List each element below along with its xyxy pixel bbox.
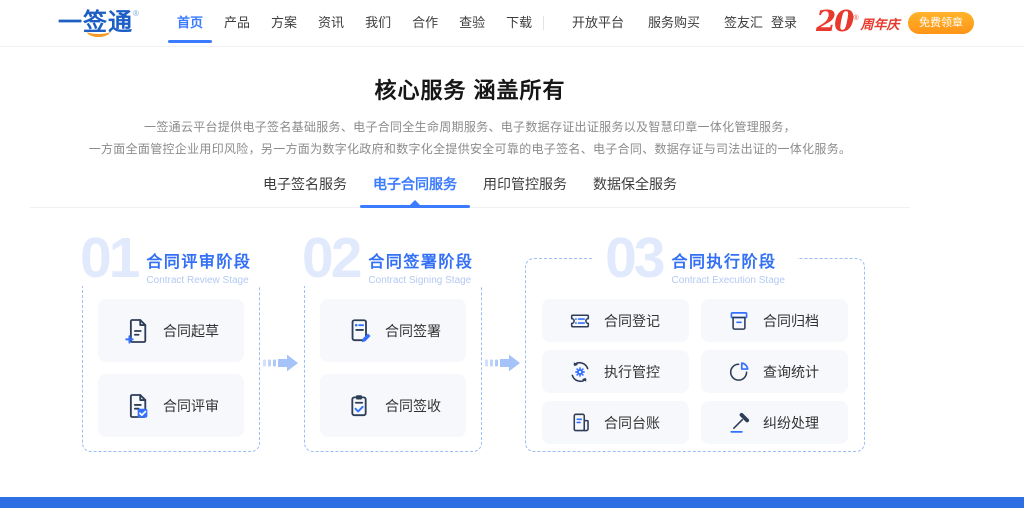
- gear-sync-icon: [571, 361, 589, 382]
- stage-title: 合同签署阶段: [368, 254, 474, 271]
- service-item-label: 合同签收: [385, 397, 441, 414]
- stage-header: 02 合同签署阶段 Contract Signing Stage: [298, 226, 484, 290]
- tab-seal-control-service[interactable]: 用印管控服务: [483, 176, 567, 192]
- nav-item-products[interactable]: 产品: [224, 15, 251, 30]
- tab-esignature-service[interactable]: 电子签名服务: [263, 176, 347, 192]
- stage-number: 03: [605, 226, 665, 290]
- arrow-right-icon: [263, 354, 298, 372]
- anniversary-number: 20: [816, 4, 854, 38]
- free-seal-button[interactable]: 免费领章: [908, 12, 974, 34]
- secondary-nav: 开放平台 服务购买 签友汇: [572, 0, 763, 46]
- service-item-label: 查询统计: [763, 363, 819, 380]
- registered-mark: ®: [133, 9, 139, 18]
- anniversary-mark: ®: [853, 15, 859, 22]
- stage-items: 合同登记 合同归档: [542, 299, 848, 444]
- stage-number: 01: [80, 226, 140, 290]
- service-item-label: 合同评审: [163, 397, 219, 414]
- logo-swoosh: [87, 26, 110, 37]
- nav-item-about[interactable]: 我们: [365, 15, 392, 30]
- nav-item-home[interactable]: 首页: [167, 0, 213, 46]
- service-item-label: 执行管控: [604, 363, 660, 380]
- primary-nav: 首页 产品 方案 资讯 我们 合作 查验 下载: [167, 0, 533, 46]
- service-item-contract-sign: 合同签署: [320, 299, 466, 362]
- nav-item-purchase[interactable]: 服务购买: [648, 15, 701, 30]
- nav-item-cooperation[interactable]: 合作: [412, 15, 439, 30]
- footer-strip: [0, 497, 1024, 508]
- core-services-section: 核心服务 涵盖所有 一签通云平台提供电子签名基础服务、电子合同全生命周期服务、电…: [0, 46, 940, 508]
- section-description-line2: 一方面全面管控企业用印风险，另一方面为数字化政府和数字化全提供安全可靠的电子签名…: [88, 142, 852, 156]
- anniversary-badge[interactable]: 20® 周年庆: [816, 6, 900, 36]
- section-description-line1: 一签通云平台提供电子签名基础服务、电子合同全生命周期服务、电子数据存证出证服务以…: [144, 120, 796, 134]
- top-navigation-bar: 一签通® 首页 产品 方案 资讯 我们 合作 查验 下载 开放平台 服务购买 签…: [0, 0, 1024, 47]
- service-item-contract-register: 合同登记: [542, 299, 689, 342]
- service-item-contract-archive: 合同归档: [701, 299, 848, 342]
- service-item-query-statistics: 查询统计: [701, 350, 848, 393]
- service-item-label: 纠纷处理: [763, 414, 819, 431]
- stage-card-contract-signing: 02 合同签署阶段 Contract Signing Stage 合同签署: [298, 230, 484, 452]
- service-item-label: 合同台账: [604, 414, 660, 431]
- nav-item-community[interactable]: 签友汇: [724, 15, 764, 30]
- pie-chart-icon: [729, 361, 749, 381]
- service-item-label: 合同登记: [604, 312, 660, 329]
- service-item-dispute-resolution: 纠纷处理: [701, 401, 848, 444]
- service-item-label: 合同签署: [385, 322, 441, 339]
- gavel-icon: [730, 412, 750, 433]
- clipboard-check-icon: [351, 394, 367, 416]
- nav-item-open-platform[interactable]: 开放平台: [572, 15, 625, 30]
- nav-item-download[interactable]: 下载: [506, 15, 533, 30]
- stage-subtitle: Contract Execution Stage: [671, 275, 785, 286]
- stage-card-contract-review: 01 合同评审阶段 Contract Review Stage 合同起草: [76, 230, 262, 452]
- stage-header: 03 合同执行阶段 Contract Execution Stage: [593, 226, 797, 290]
- archive-box-icon: [730, 311, 748, 330]
- tab-econtract-service[interactable]: 电子合同服务: [360, 170, 470, 208]
- tab-data-preservation-service[interactable]: 数据保全服务: [593, 176, 677, 192]
- nav-item-news[interactable]: 资讯: [318, 15, 345, 30]
- nav-divider: [543, 16, 544, 30]
- service-item-contract-ledger: 合同台账: [542, 401, 689, 444]
- service-item-label: 合同归档: [763, 312, 819, 329]
- arrow-right-icon: [485, 354, 520, 372]
- service-item-contract-receipt: 合同签收: [320, 374, 466, 437]
- stage-number: 02: [302, 226, 362, 290]
- document-edit-icon: [351, 318, 371, 342]
- stage-title: 合同执行阶段: [671, 254, 777, 271]
- stage-title: 合同评审阶段: [146, 254, 252, 271]
- stage-card-contract-execution: 03 合同执行阶段 Contract Execution Stage 合同登记: [525, 230, 865, 452]
- stage-subtitle: Contract Review Stage: [146, 275, 249, 286]
- section-title: 核心服务 涵盖所有: [374, 77, 566, 103]
- nav-item-solutions[interactable]: 方案: [271, 15, 298, 30]
- ticket-list-icon: [570, 313, 590, 328]
- service-item-contract-review: 合同评审: [98, 374, 244, 437]
- service-item-contract-draft: 合同起草: [98, 299, 244, 362]
- stage-subtitle: Contract Signing Stage: [368, 275, 472, 286]
- anniversary-text: 周年庆: [860, 17, 900, 32]
- stage-header: 01 合同评审阶段 Contract Review Stage: [76, 226, 262, 290]
- brand-logo[interactable]: 一签通®: [58, 7, 139, 39]
- ledger-icon: [573, 413, 589, 431]
- nav-item-verify[interactable]: 查验: [459, 15, 486, 30]
- service-item-label: 合同起草: [163, 322, 219, 339]
- document-plus-icon: [125, 318, 147, 344]
- stage-items: 合同签署 合同签收: [320, 299, 466, 437]
- stage-items: 合同起草 合同评审: [98, 299, 244, 437]
- service-item-execution-control: 执行管控: [542, 350, 689, 393]
- service-tabs: 电子签名服务 电子合同服务 用印管控服务 数据保全服务: [0, 170, 940, 208]
- document-check-icon: [129, 393, 148, 418]
- login-link[interactable]: 登录: [771, 15, 798, 30]
